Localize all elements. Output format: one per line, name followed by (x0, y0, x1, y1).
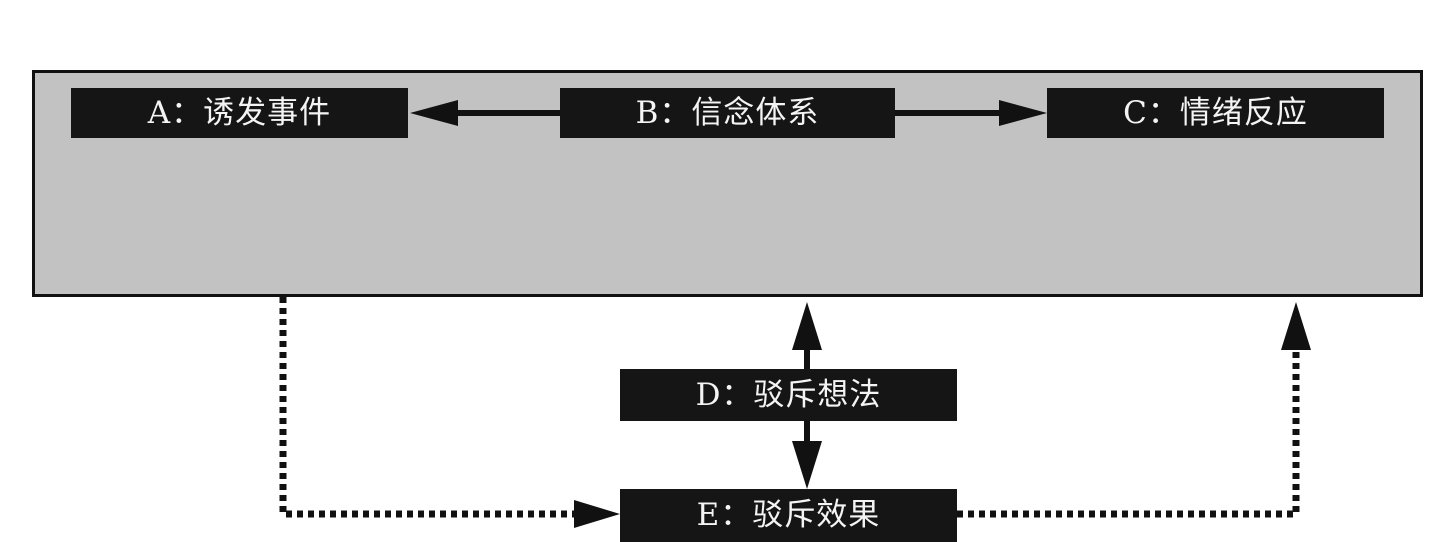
edge-d-to-e (792, 421, 822, 489)
node-a-activating-event: A：诱发事件 (71, 88, 408, 138)
node-c-emotional-consequence: C：情绪反应 (1047, 88, 1384, 138)
node-b-belief-system: B：信念体系 (560, 88, 895, 138)
edge-e-to-c (957, 302, 1311, 518)
node-d-disputation: D：驳斥想法 (620, 369, 957, 421)
edge-d-to-b (792, 302, 822, 369)
edge-a-to-e (279, 297, 620, 528)
node-e-effect: E：驳斥效果 (620, 489, 957, 542)
